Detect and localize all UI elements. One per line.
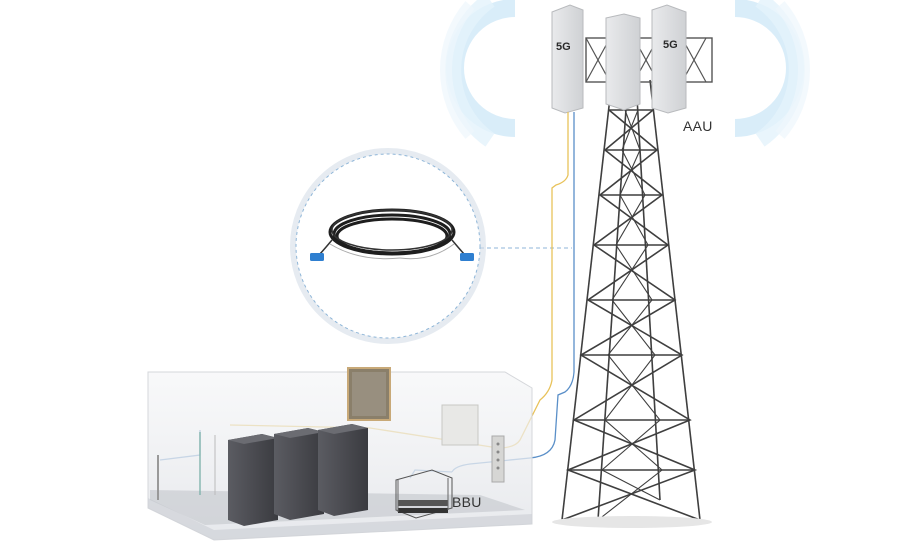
server-cabinet-3 bbox=[318, 424, 368, 516]
signal-wave-right-icon bbox=[734, 0, 810, 147]
wall-distribution-box-icon bbox=[441, 404, 479, 446]
tower-base-shadow bbox=[552, 516, 712, 528]
server-cabinet-1 bbox=[228, 434, 278, 526]
aau-label: AAU bbox=[683, 118, 713, 134]
bbu-rack-icon bbox=[395, 469, 453, 519]
signal-wave-left-icon bbox=[440, 0, 516, 147]
antenna-panel-center-icon bbox=[605, 13, 641, 111]
connector-left-icon bbox=[310, 253, 324, 261]
lattice-tower bbox=[561, 36, 713, 521]
antenna-badge: 5G bbox=[556, 41, 571, 53]
connector-right-icon bbox=[460, 253, 474, 261]
bbu-label: BBU bbox=[452, 494, 482, 510]
antenna-panel-left-icon: 5G bbox=[551, 4, 584, 114]
wall-window-icon bbox=[347, 367, 391, 421]
server-cabinet-2 bbox=[274, 428, 324, 520]
antenna-badge-right: 5G bbox=[663, 39, 678, 51]
antenna-panel-right-icon: 5G bbox=[651, 4, 687, 114]
fiber-cable-callout bbox=[290, 148, 486, 344]
